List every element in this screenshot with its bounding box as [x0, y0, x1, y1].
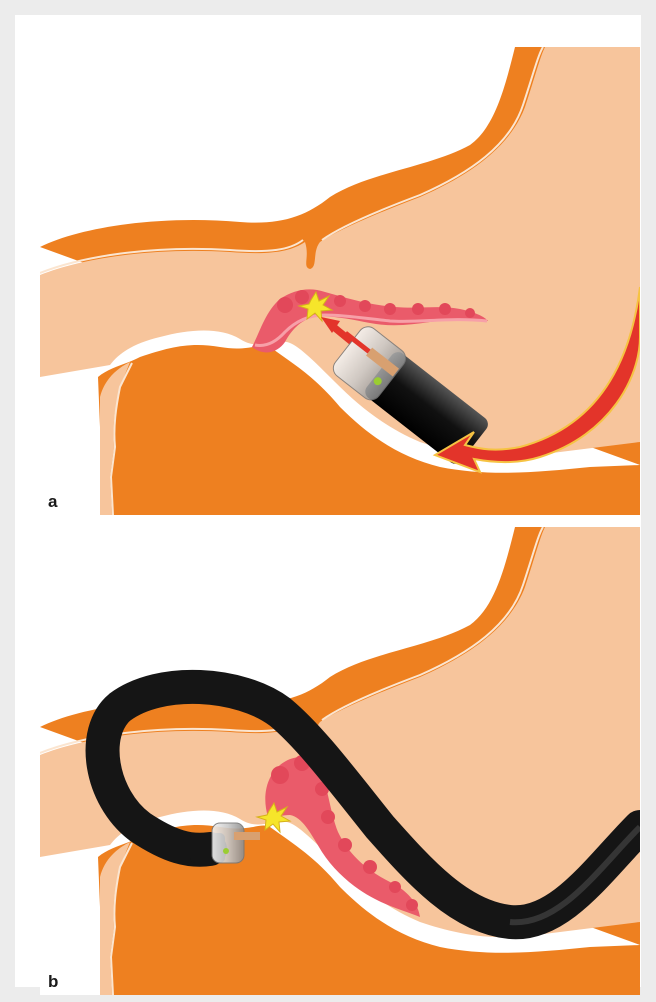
figure-frame: a [15, 15, 641, 987]
panel-label-a: a [48, 492, 58, 511]
panel-b-illustration: b [40, 527, 640, 995]
panel-b: b [40, 527, 640, 995]
panel-a: a [40, 47, 640, 515]
knife-device [234, 832, 260, 840]
panel-label-b: b [48, 972, 58, 991]
panel-a-illustration: a [40, 47, 640, 515]
